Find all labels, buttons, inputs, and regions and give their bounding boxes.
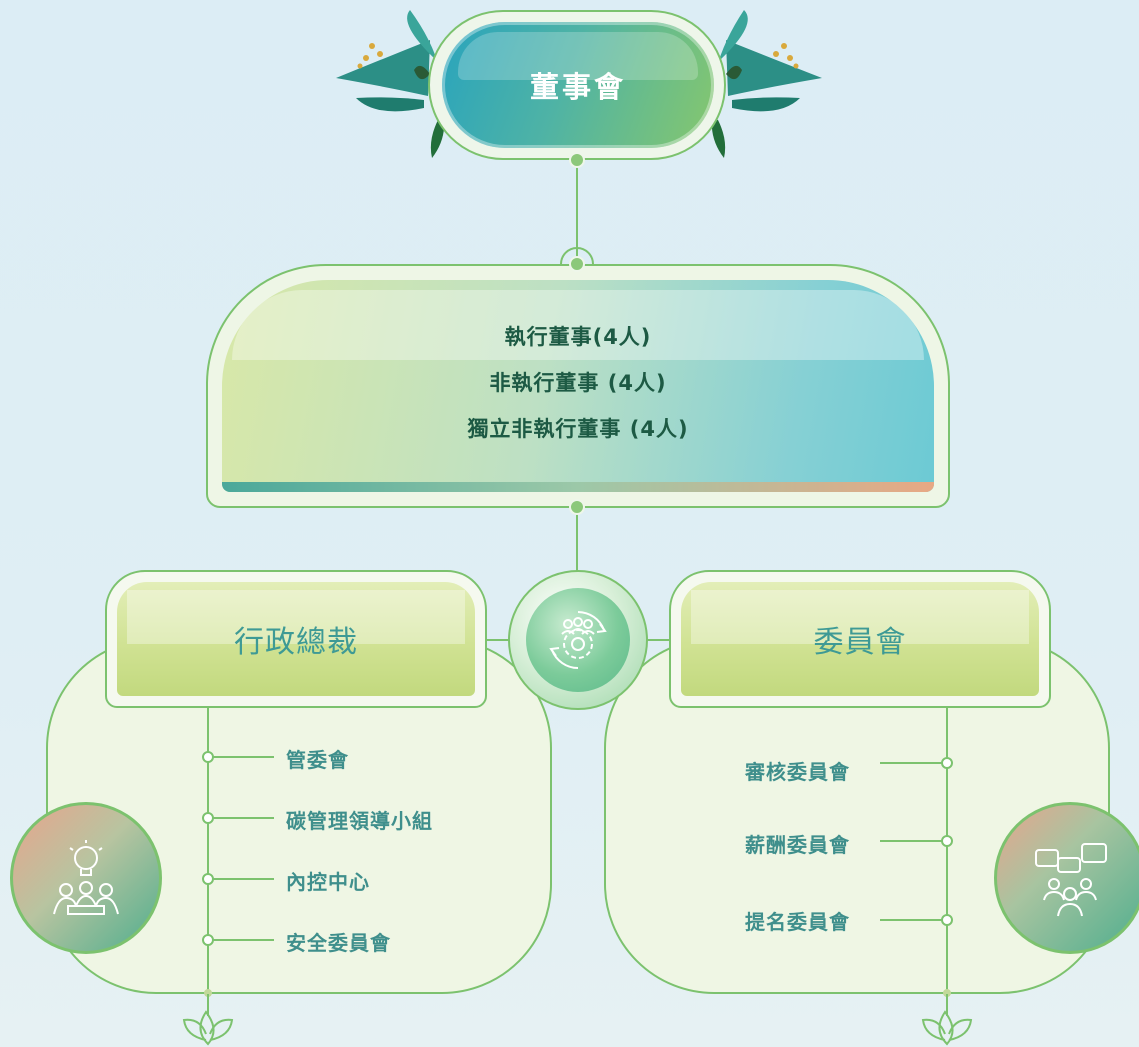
directors-executive: 執行董事(4人) — [504, 325, 652, 349]
left-item-carbon-group: 碳管理領導小組 — [286, 809, 433, 833]
directors-independent: 獨立非執行董事 (4人) — [467, 417, 689, 441]
directors-list: 執行董事(4人) 非執行董事 (4人) 獨立非執行董事 (4人) — [222, 314, 934, 452]
left-item-safety-committee: 安全委員會 — [286, 931, 391, 955]
discussion-group-icon — [994, 802, 1139, 954]
committees-title: 委員會 — [813, 625, 907, 660]
board-title: 董事會 — [529, 70, 626, 104]
sprout-left-icon — [182, 1010, 234, 1046]
committees-header: 委員會 — [681, 582, 1039, 696]
sprout-right-icon — [921, 1010, 973, 1046]
idea-meeting-icon — [10, 802, 162, 954]
ceo-title: 行政總裁 — [234, 625, 358, 660]
board-node: 董事會 — [442, 22, 714, 148]
right-item-remuneration-committee: 薪酬委員會 — [745, 833, 850, 857]
left-item-management-committee: 管委會 — [286, 748, 349, 772]
center-emblem — [508, 570, 648, 710]
directors-non-executive: 非執行董事 (4人) — [489, 371, 667, 395]
ceo-header: 行政總裁 — [117, 582, 475, 696]
left-item-internal-control: 內控中心 — [286, 870, 370, 894]
directors-node — [222, 280, 934, 492]
leaf-wreath-right-icon — [711, 10, 822, 158]
right-item-nomination-committee: 提名委員會 — [745, 910, 850, 934]
team-gear-cycle-icon — [526, 588, 630, 692]
right-item-audit-committee: 審核委員會 — [745, 760, 850, 784]
